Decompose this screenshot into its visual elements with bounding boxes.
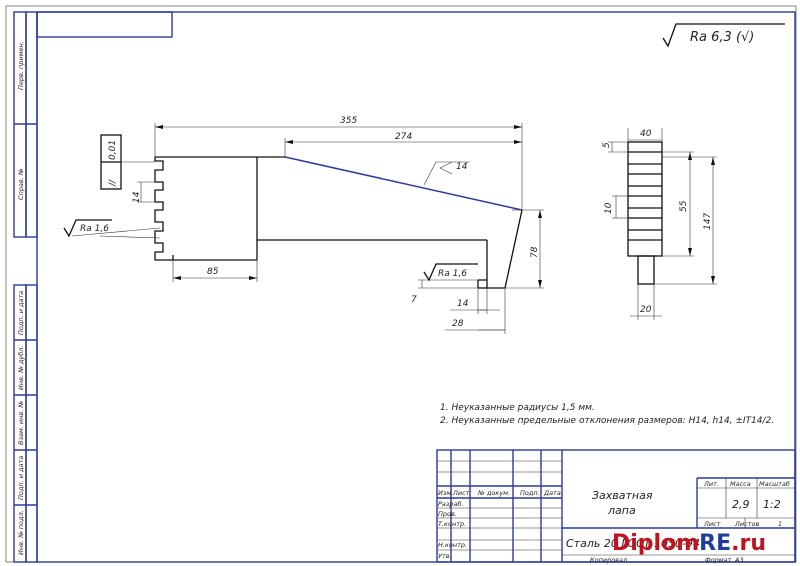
tb-scale: 1:2 <box>763 498 781 511</box>
tb-format: Формат <box>705 556 732 564</box>
general-roughness: Ra 6,3 (√) <box>662 23 785 48</box>
dim-355: 355 <box>340 116 357 126</box>
dim-85: 85 <box>207 267 219 277</box>
dim-7: 7 <box>411 295 417 305</box>
side-label-5: Взам. инв. № <box>17 401 25 445</box>
roughness-left: Ra 1,6 <box>63 219 161 239</box>
side-label-7: Инв. № подл. <box>17 510 25 555</box>
dim-78: 78 <box>530 246 540 258</box>
note-2: 2. Неуказанные предельные отклонения раз… <box>440 416 774 426</box>
tb-copied: Копировал <box>590 556 627 564</box>
tb-role-5: Утв. <box>438 552 452 560</box>
tb-col-scale: Масштаб <box>759 480 790 488</box>
tb-head-date: Дата <box>543 489 561 497</box>
dim-14-bottom: 14 <box>457 299 469 309</box>
tolerance-symbol: // <box>108 179 118 187</box>
dim-14-left: 14 <box>132 191 142 203</box>
tb-role-2: Пров. <box>438 510 457 518</box>
dim-40: 40 <box>640 129 652 139</box>
technical-notes: 1. Неуказанные радиусы 1,5 мм. 2. Неуказ… <box>440 403 774 426</box>
side-view <box>627 141 663 285</box>
tb-format-value: A3 <box>734 556 744 564</box>
main-view-dimensions: 355 274 14 14 85 78 7 <box>132 116 544 334</box>
tb-material: Сталь 20 ГОСТ 1050-94 <box>566 537 700 550</box>
side-label-3: Подп. и дата <box>17 291 25 335</box>
dim-slope-14: 14 <box>456 162 468 172</box>
roughness-right: Ra 1,6 <box>423 263 478 282</box>
tb-head-sign: Подп. <box>520 489 540 497</box>
note-1: 1. Неуказанные радиусы 1,5 мм. <box>440 403 595 413</box>
tb-role-4: Н.контр. <box>438 541 467 549</box>
dim-55: 55 <box>679 200 689 212</box>
tb-head-doc: № докум. <box>477 489 510 497</box>
tb-col-mass: Масса <box>730 480 751 488</box>
tb-head-list: Лист <box>452 489 470 497</box>
general-roughness-label: Ra 6,3 (√) <box>690 30 754 45</box>
tb-head-izm: Изм. <box>438 489 453 497</box>
dim-10: 10 <box>604 202 614 214</box>
dim-274: 274 <box>395 132 412 142</box>
dim-28: 28 <box>452 319 464 329</box>
roughness-left-label: Ra 1,6 <box>80 224 109 234</box>
drawing-frame <box>36 11 796 563</box>
tb-role-3: Т.контр. <box>438 520 466 528</box>
watermark-logo: DiplomRE.ru <box>612 531 766 556</box>
tb-sheet-label: Лист <box>703 520 721 528</box>
tolerance-frame: // 0,01 <box>100 134 155 190</box>
tb-role-1: Разраб. <box>438 500 464 508</box>
tb-sheets-value: 1 <box>778 520 782 528</box>
side-view-dimensions: 40 5 10 55 147 20 <box>602 128 717 320</box>
title-block: Изм. Лист № докум. Подп. Дата Разраб. Пр… <box>436 449 796 564</box>
side-label-2: Справ. № <box>17 168 25 200</box>
tolerance-value: 0,01 <box>108 140 118 160</box>
roughness-right-label: Ra 1,6 <box>438 269 467 279</box>
main-view <box>154 156 523 289</box>
side-label-1: Перв. примен. <box>17 41 25 90</box>
top-left-stamp <box>36 11 173 38</box>
side-strip: Перв. примен. Справ. № Подп. и дата Инв.… <box>13 11 38 563</box>
tb-sheets-label: Листов <box>734 520 759 528</box>
tb-col-lit: Лит. <box>703 480 719 488</box>
side-label-6: Подп. и дата <box>17 456 25 500</box>
dim-147: 147 <box>703 213 713 230</box>
tb-title-2: лапа <box>607 504 636 517</box>
side-label-4: Инв. № дубл. <box>17 346 25 390</box>
dim-20: 20 <box>640 305 652 315</box>
dim-5: 5 <box>602 142 612 148</box>
tb-mass: 2,9 <box>732 498 750 511</box>
tb-title-1: Захватная <box>592 489 653 502</box>
